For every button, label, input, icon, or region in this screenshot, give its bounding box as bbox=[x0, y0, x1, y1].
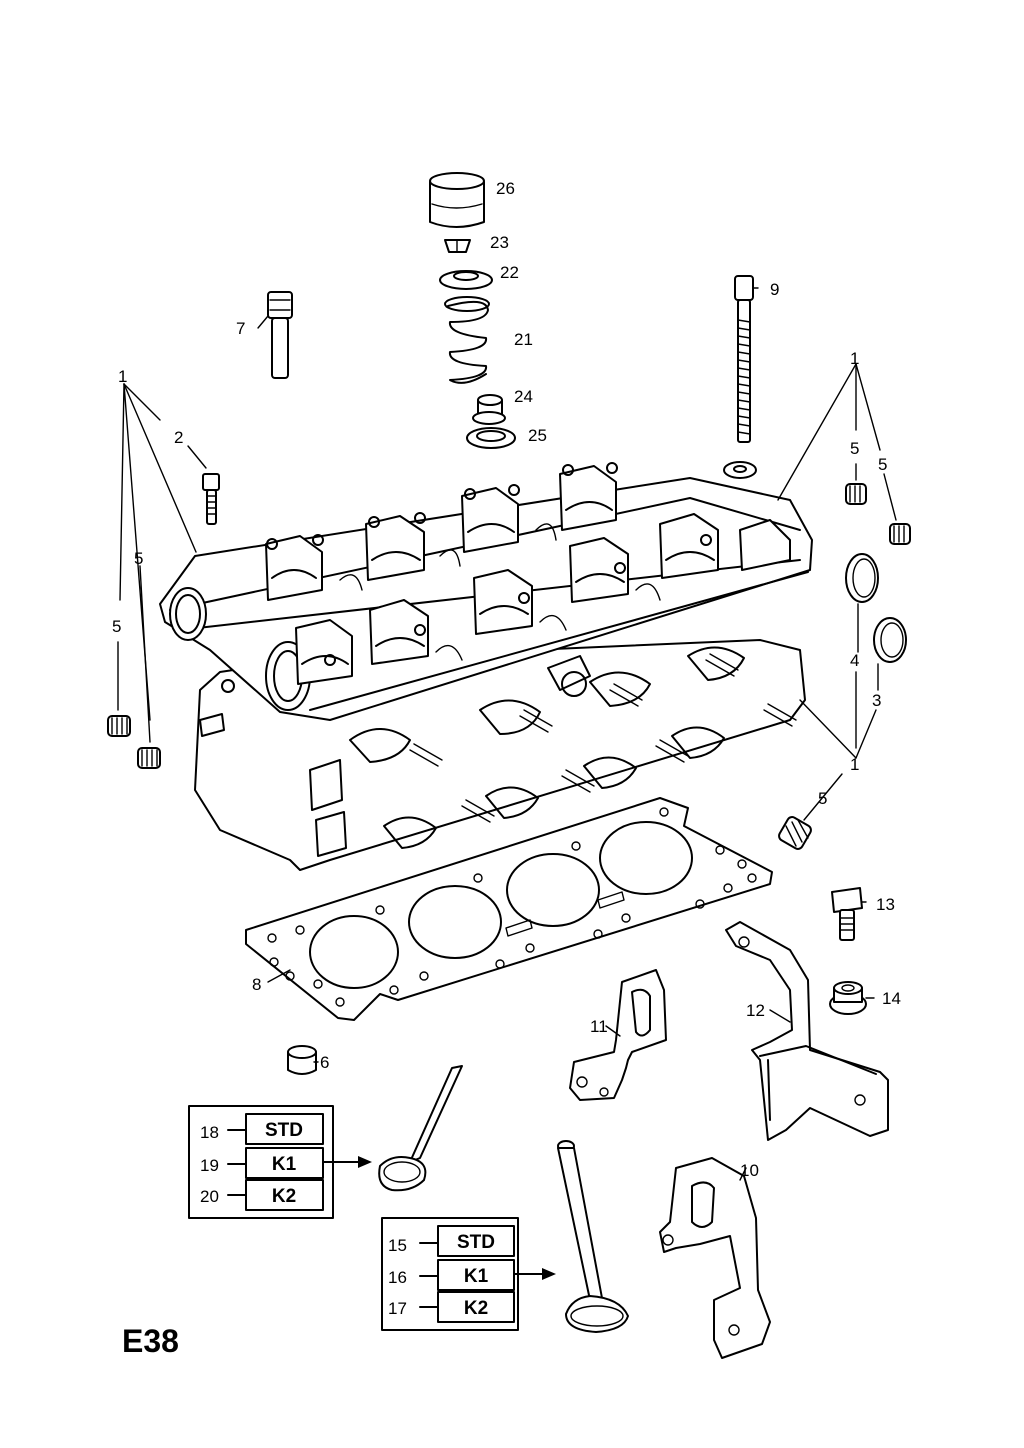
callout-5-left-b: 5 bbox=[134, 549, 143, 568]
callout-21: 21 bbox=[514, 330, 533, 349]
callout-5-right-a: 5 bbox=[850, 439, 859, 458]
callout-10: 10 bbox=[740, 1161, 759, 1180]
label-k2-lower: K2 bbox=[464, 1298, 488, 1319]
callout-8: 8 bbox=[252, 975, 261, 994]
label-k1-upper: K1 bbox=[272, 1154, 297, 1175]
label-std-upper: STD bbox=[265, 1120, 303, 1141]
plug-5-right-upper bbox=[845, 483, 867, 505]
nut-14 bbox=[829, 981, 867, 1015]
label-k2-upper: K2 bbox=[272, 1186, 296, 1207]
plug-5-left-lower bbox=[137, 747, 161, 769]
callout-1-right-top: 1 bbox=[850, 349, 859, 368]
dowel-6 bbox=[287, 1045, 317, 1075]
page-code: E38 bbox=[122, 1323, 179, 1359]
ref-15: 15 bbox=[388, 1236, 407, 1255]
plug-5-right-mid bbox=[889, 523, 911, 545]
core-plug-4 bbox=[845, 553, 879, 603]
ref-18: 18 bbox=[200, 1123, 219, 1142]
callout-1-right-bottom: 1 bbox=[850, 755, 859, 774]
callout-9: 9 bbox=[770, 280, 779, 299]
valve-stem-seal bbox=[472, 394, 506, 425]
bolt-2 bbox=[202, 473, 220, 525]
callout-6: 6 bbox=[320, 1053, 329, 1072]
bolt-13 bbox=[831, 887, 863, 941]
valve-spring bbox=[444, 296, 490, 384]
callout-5-right-c: 5 bbox=[818, 789, 827, 808]
inlet-valve bbox=[378, 1065, 463, 1192]
callout-24: 24 bbox=[514, 387, 533, 406]
cylinder-head bbox=[159, 462, 813, 871]
callout-3: 3 bbox=[872, 691, 881, 710]
valve-table-upper bbox=[188, 1105, 372, 1219]
callout-26: 26 bbox=[496, 179, 515, 198]
callout-labels: 1 2 5 5 7 26 23 22 21 24 25 9 1 5 5 4 3 … bbox=[112, 179, 901, 1180]
bolt-7 bbox=[267, 291, 293, 379]
bracket-12 bbox=[725, 921, 889, 1141]
callout-13: 13 bbox=[876, 895, 895, 914]
callout-14: 14 bbox=[882, 989, 901, 1008]
head-gasket bbox=[245, 797, 773, 1021]
callout-12: 12 bbox=[746, 1001, 765, 1020]
ref-16: 16 bbox=[388, 1268, 407, 1287]
valve-table-upper-text: 18 19 20 STD K1 K2 bbox=[200, 1120, 303, 1207]
bracket-10 bbox=[659, 1157, 771, 1359]
callout-23: 23 bbox=[490, 233, 509, 252]
callout-5-left-a: 5 bbox=[112, 617, 121, 636]
callout-4: 4 bbox=[850, 651, 859, 670]
core-plug-3 bbox=[873, 617, 907, 663]
callout-11: 11 bbox=[590, 1017, 608, 1036]
leader-lines bbox=[117, 287, 897, 1181]
tappet-bucket bbox=[429, 172, 485, 228]
valve-table-lower-text: 15 16 17 STD K1 K2 bbox=[388, 1232, 495, 1319]
spring-seat-washer bbox=[466, 427, 516, 449]
callout-7: 7 bbox=[236, 319, 245, 338]
label-std-lower: STD bbox=[457, 1232, 495, 1253]
exhaust-valve bbox=[557, 1140, 629, 1333]
ref-20: 20 bbox=[200, 1187, 219, 1206]
plug-5-left-upper bbox=[107, 715, 131, 737]
ref-19: 19 bbox=[200, 1156, 219, 1175]
ref-17: 17 bbox=[388, 1299, 407, 1318]
callout-5-right-b: 5 bbox=[878, 455, 887, 474]
head-bolt-9 bbox=[723, 275, 757, 479]
valve-table-lower bbox=[381, 1217, 556, 1331]
callout-2: 2 bbox=[174, 428, 183, 447]
callout-1-left: 1 bbox=[118, 367, 127, 386]
callout-22: 22 bbox=[500, 263, 519, 282]
plug-5-right-lower bbox=[778, 816, 812, 850]
label-k1-lower: K1 bbox=[464, 1266, 489, 1287]
valve-collets bbox=[444, 239, 471, 253]
callout-25: 25 bbox=[528, 426, 547, 445]
spring-retainer bbox=[439, 270, 493, 290]
